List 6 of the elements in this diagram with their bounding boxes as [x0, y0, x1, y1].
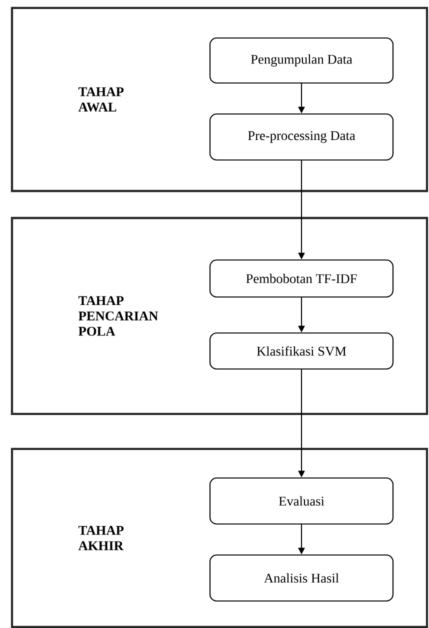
process-box: Klasifikasi SVM [209, 332, 394, 370]
process-box: Pengumpulan Data [209, 37, 394, 84]
process-box: Analisis Hasil [209, 554, 394, 602]
process-box: Evaluasi [209, 477, 394, 525]
process-box: Pembobotan TF-IDF [209, 259, 394, 298]
process-box: Pre-processing Data [209, 113, 394, 161]
